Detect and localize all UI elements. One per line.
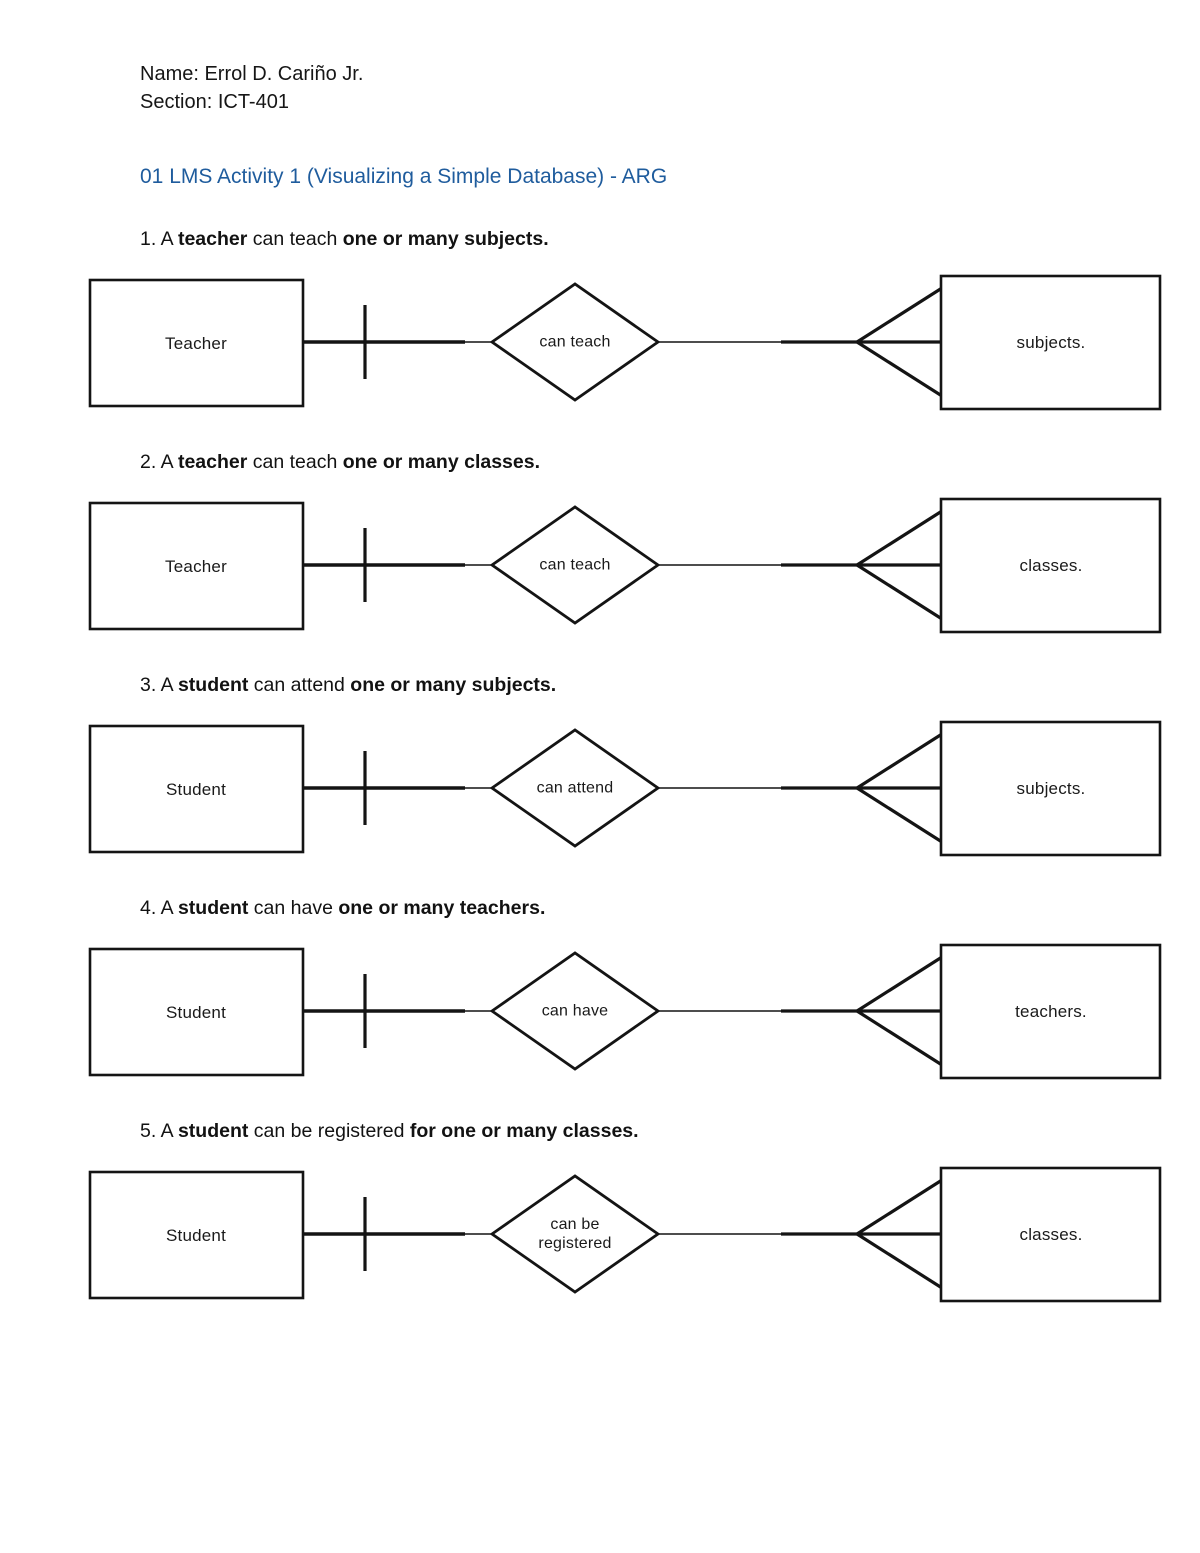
relationship-diamond (489, 1174, 661, 1294)
relationship-diamond (489, 728, 661, 848)
er-diagram-5: Student can be registered classes. (85, 1159, 1165, 1307)
many-crowsfoot-top (856, 955, 943, 1013)
relationship-diamond (489, 951, 661, 1071)
statement-subject: student (177, 674, 249, 696)
student-name: Name: Errol D. Cariño Jr. (140, 63, 364, 85)
right-entity-label: teachers. (1015, 1002, 1087, 1021)
statement-3: 3. A student can attend one or many subj… (140, 672, 1200, 699)
relationship-label: can attend (536, 779, 614, 797)
relationship-diamond (489, 282, 661, 402)
right-entity-label: classes. (1019, 1225, 1083, 1244)
section-3: 3. A student can attend one or many subj… (0, 672, 1200, 861)
relationship-label: can have (541, 1002, 609, 1020)
many-crowsfoot-top (856, 509, 943, 567)
er-diagram-canvas (88, 274, 1162, 411)
statement-subject: teacher (177, 228, 248, 250)
entity-box-left (88, 1170, 305, 1300)
statement-subject: student (177, 897, 249, 919)
entity-box-left (88, 501, 305, 631)
many-crowsfoot-bottom (856, 1232, 943, 1290)
many-crowsfoot-bottom (856, 340, 943, 398)
relationship-diamond (489, 505, 661, 625)
er-diagram-2: Teacher can teach classes. (85, 490, 1165, 638)
student-section: Section: ICT-401 (140, 91, 289, 113)
activity-title: 01 LMS Activity 1 (Visualizing a Simple … (140, 165, 668, 188)
left-entity-label: Student (165, 1226, 227, 1245)
relationship-label: can teach (539, 333, 611, 351)
many-crowsfoot-top (856, 732, 943, 790)
statement-prefix: 5. A (140, 1120, 178, 1142)
statement-5: 5. A student can be registered for one o… (140, 1118, 1200, 1145)
statement-prefix: 3. A (140, 674, 178, 696)
statement-subject: teacher (177, 451, 248, 473)
entity-box-right (939, 1166, 1162, 1303)
statement-object: one or many subjects. (342, 228, 549, 250)
entity-box-left (88, 947, 305, 1077)
relationship-label: can be registered (538, 1215, 612, 1252)
left-entity-label: Student (165, 1003, 227, 1022)
statement-middle: can be registered (248, 1120, 410, 1142)
statement-middle: can have (248, 897, 339, 919)
many-crowsfoot-bottom (856, 786, 943, 844)
section-4: 4. A student can have one or many teache… (0, 895, 1200, 1084)
document-header: Name: Errol D. Cariño Jr. Section: ICT-4… (0, 0, 1200, 116)
statement-prefix: 2. A (140, 451, 178, 473)
statement-object: one or many classes. (342, 451, 541, 473)
er-diagram-1: Teacher can teach subjects. (85, 267, 1165, 415)
entity-box-right (939, 497, 1162, 634)
statement-2: 2. A teacher can teach one or many class… (140, 449, 1200, 476)
statement-subject: student (177, 1120, 249, 1142)
statement-object: one or many teachers. (338, 897, 546, 919)
entity-box-right (939, 720, 1162, 857)
right-entity-label: subjects. (1016, 333, 1086, 352)
left-entity-label: Teacher (165, 334, 227, 353)
er-diagram-canvas (88, 720, 1162, 857)
section-2: 2. A teacher can teach one or many class… (0, 449, 1200, 638)
er-diagram-canvas (88, 1166, 1162, 1303)
entity-box-right (939, 274, 1162, 411)
entity-box-left (88, 278, 305, 408)
statement-prefix: 1. A (140, 228, 178, 250)
statement-1: 1. A teacher can teach one or many subje… (140, 226, 1200, 253)
statement-middle: can attend (248, 674, 351, 696)
er-diagram-3: Student can attend subjects. (85, 713, 1165, 861)
relationship-label: can teach (539, 556, 611, 574)
section-5: 5. A student can be registered for one o… (0, 1118, 1200, 1307)
statement-4: 4. A student can have one or many teache… (140, 895, 1200, 922)
entity-box-right (939, 943, 1162, 1080)
er-diagram-4: Student can have teachers. (85, 936, 1165, 1084)
right-entity-label: classes. (1019, 556, 1083, 575)
section-1: 1. A teacher can teach one or many subje… (0, 226, 1200, 415)
statement-prefix: 4. A (140, 897, 178, 919)
many-crowsfoot-bottom (856, 1009, 943, 1067)
left-entity-label: Teacher (165, 557, 227, 576)
er-diagram-canvas (88, 497, 1162, 634)
statement-middle: can teach (247, 451, 343, 473)
er-diagram-canvas (88, 943, 1162, 1080)
statement-object: for one or many classes. (409, 1120, 639, 1142)
many-crowsfoot-top (856, 286, 943, 344)
statement-object: one or many subjects. (350, 674, 557, 696)
many-crowsfoot-bottom (856, 563, 943, 621)
right-entity-label: subjects. (1016, 779, 1086, 798)
left-entity-label: Student (165, 780, 227, 799)
entity-box-left (88, 724, 305, 854)
statement-middle: can teach (247, 228, 343, 250)
many-crowsfoot-top (856, 1178, 943, 1236)
